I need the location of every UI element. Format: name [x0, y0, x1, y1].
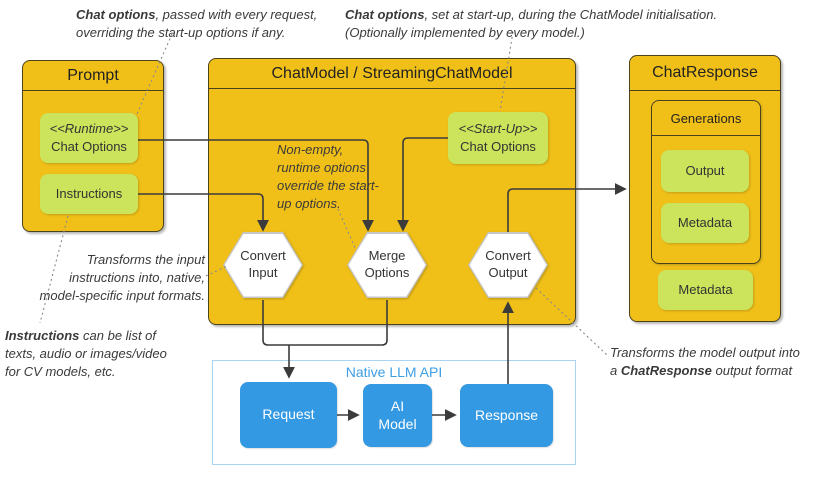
- annotation-instructions-rest: can be list of texts, audio or images/vi…: [5, 328, 167, 379]
- runtime-chat-options-label: Chat Options: [51, 139, 127, 154]
- convert-input-hexagon: Convert Input: [223, 232, 303, 298]
- response-node: Response: [460, 384, 553, 447]
- runtime-stereotype: <<Runtime>>: [49, 121, 129, 137]
- annotation-runtime-line2: overriding the start-up options if any.: [76, 24, 286, 40]
- instructions-node: Instructions: [40, 174, 138, 214]
- annotation-transform-output-pre: Transforms the model output into a: [610, 345, 800, 378]
- startup-chat-options-node: <<Start-Up>> Chat Options: [448, 112, 548, 164]
- ai-model-label: AI Model: [378, 398, 417, 432]
- annotation-transform-output-bold: ChatResponse: [620, 362, 712, 378]
- output-label: Output: [685, 163, 725, 179]
- annotation-transform-output-post: output format: [711, 362, 793, 378]
- annotation-startup-options: Chat options, set at start-up, during th…: [345, 6, 781, 42]
- annotation-startup-rest: , set at start-up, during the ChatModel …: [424, 7, 718, 22]
- convert-input-label: Convert Input: [240, 248, 286, 280]
- non-empty-note: Non-empty, runtime options override the …: [277, 141, 381, 213]
- runtime-chat-options-node: <<Runtime>> Chat Options: [40, 113, 138, 163]
- annotation-runtime-bold: Chat options: [76, 7, 156, 22]
- startup-chat-options-label: Chat Options: [460, 139, 536, 154]
- startup-stereotype: <<Start-Up>>: [458, 121, 538, 137]
- ai-model-node: AI Model: [363, 384, 432, 447]
- merge-options-hexagon: Merge Options: [347, 232, 427, 298]
- request-node: Request: [240, 382, 337, 448]
- generation-metadata-label: Metadata: [677, 215, 733, 231]
- native-llm-api-title: Native LLM API: [345, 364, 443, 380]
- instructions-label: Instructions: [55, 186, 123, 202]
- annotation-transform-output: Transforms the model output into a ChatR…: [610, 344, 800, 380]
- generation-metadata-node: Metadata: [661, 203, 749, 243]
- convert-output-label: Convert Output: [485, 248, 531, 280]
- chat-response-title: ChatResponse: [630, 56, 780, 91]
- convert-output-hexagon: Convert Output: [468, 232, 548, 298]
- chat-model-title: ChatModel / StreamingChatModel: [209, 59, 575, 89]
- annotation-transform-input-text: Transforms the input instructions into, …: [39, 252, 205, 303]
- merge-options-label: Merge Options: [364, 248, 410, 280]
- non-empty-note-text: Non-empty, runtime options override the …: [277, 142, 379, 211]
- annotation-startup-bold: Chat options: [345, 7, 425, 22]
- response-metadata-label: Metadata: [678, 282, 733, 298]
- prompt-title: Prompt: [23, 61, 163, 91]
- annotation-runtime-options: Chat options, passed with every request,…: [76, 6, 358, 42]
- annotation-runtime-rest: , passed with every request,: [155, 7, 318, 22]
- response-label: Response: [474, 406, 539, 423]
- annotation-transform-input: Transforms the input instructions into, …: [30, 251, 205, 305]
- request-label: Request: [262, 406, 315, 423]
- response-metadata-node: Metadata: [658, 270, 753, 310]
- generations-title: Generations: [652, 101, 760, 136]
- annotation-instructions: Instructions can be list of texts, audio…: [5, 327, 177, 381]
- output-node: Output: [661, 150, 749, 192]
- annotation-startup-line2: (Optionally implemented by every model.): [345, 24, 585, 40]
- annotation-instructions-bold: Instructions: [5, 328, 80, 343]
